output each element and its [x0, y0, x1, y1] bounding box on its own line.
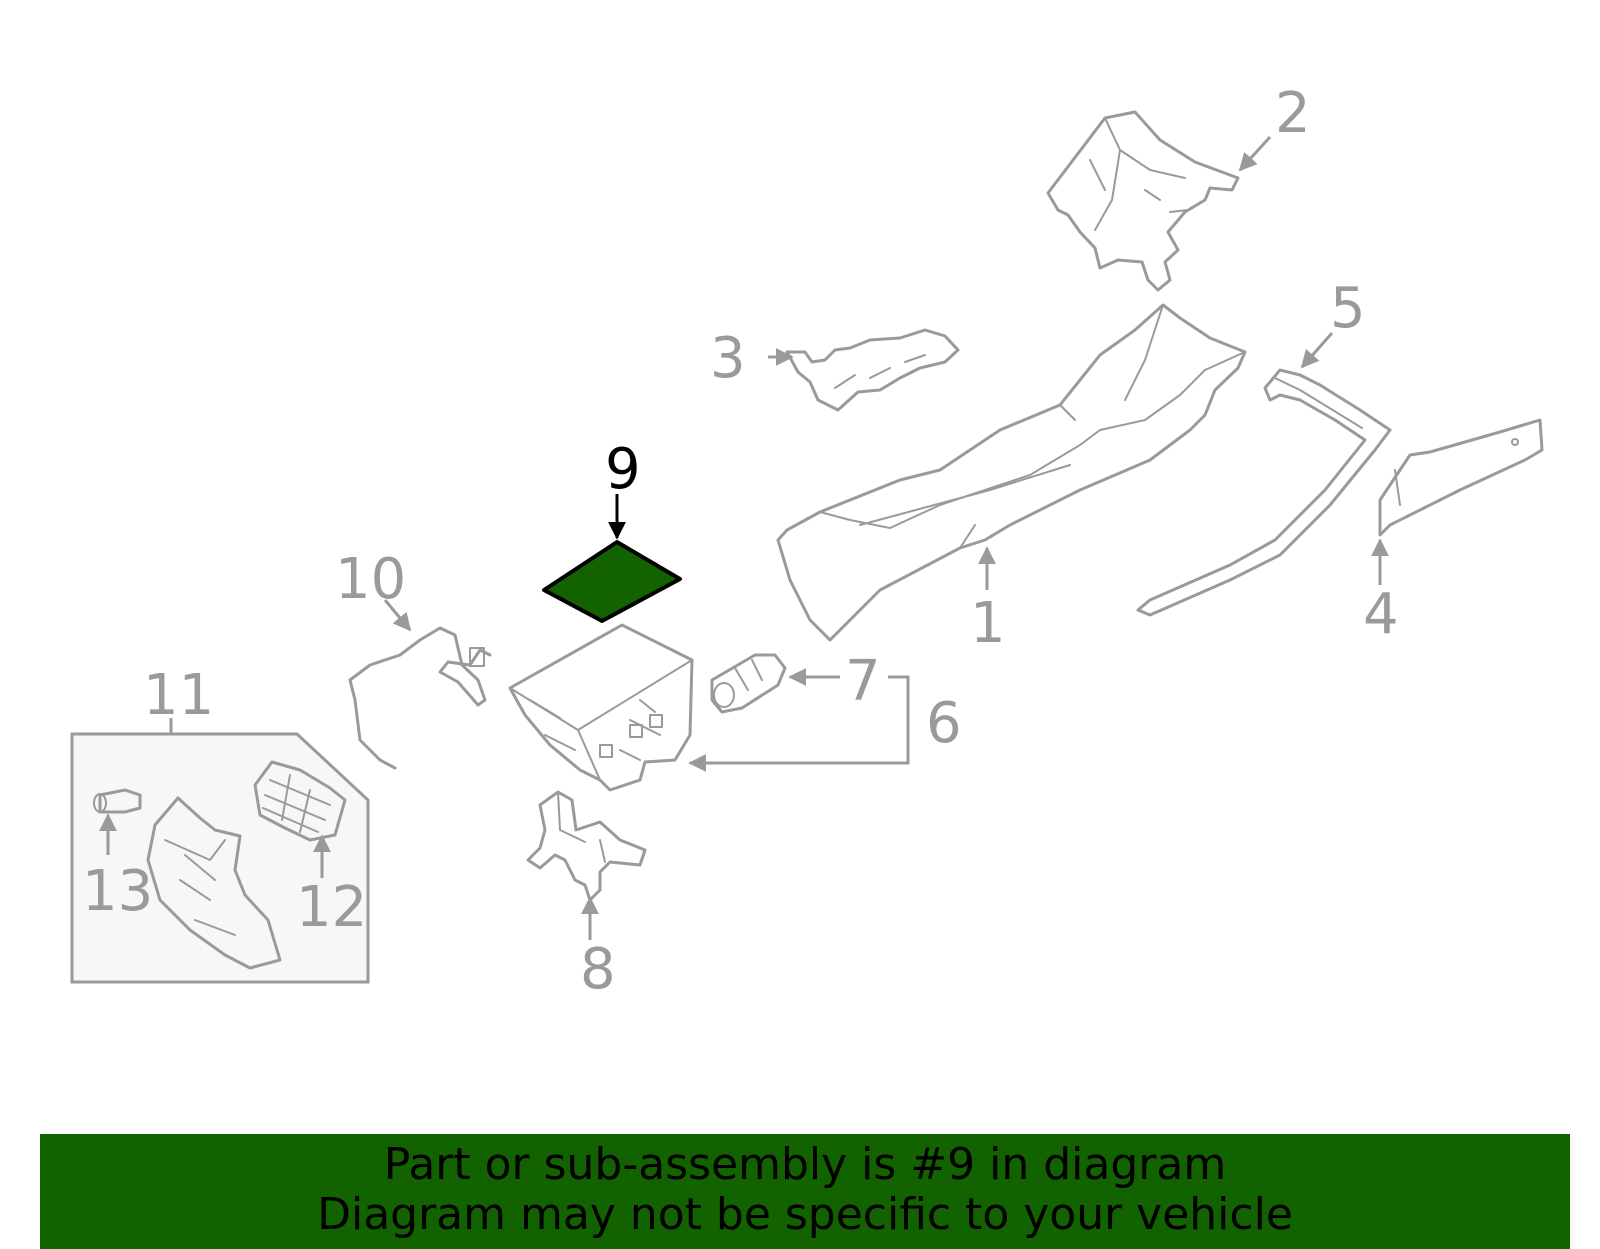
callout-4: 4 [1363, 582, 1399, 647]
callout-13: 13 [82, 859, 153, 924]
leader-10 [383, 599, 412, 632]
part-9-tray[interactable] [542, 540, 682, 623]
callout-11: 11 [143, 663, 214, 728]
callout-7: 7 [845, 649, 881, 714]
callout-9: 9 [605, 437, 641, 502]
callout-3: 3 [710, 326, 746, 391]
callout-12: 12 [296, 875, 367, 940]
part-5-trim-strip[interactable] [1136, 368, 1392, 617]
part-10-wire-harness[interactable] [348, 626, 492, 770]
part-4-side-panel[interactable] [1378, 418, 1544, 537]
part-8-bracket[interactable] [526, 790, 647, 902]
leader-5 [1300, 332, 1334, 369]
part-3-bracket[interactable] [785, 328, 960, 412]
info-banner: Part or sub-assembly is #9 in diagram Di… [40, 1134, 1570, 1249]
callout-1: 1 [970, 591, 1006, 656]
leader-2 [1238, 135, 1272, 172]
part-12-vent[interactable] [253, 760, 347, 842]
callout-6: 6 [926, 691, 962, 756]
part-11-lower-panel[interactable] [146, 796, 282, 970]
part-7-socket[interactable] [710, 653, 787, 714]
callout-leaders [99, 135, 1389, 940]
part-2-bracket[interactable] [1046, 110, 1240, 292]
part-6-storage-box[interactable] [508, 623, 694, 792]
callout-10: 10 [335, 547, 406, 612]
inset-box-11 [70, 718, 370, 984]
callout-5: 5 [1330, 276, 1366, 341]
part-1-console-body[interactable] [776, 303, 1247, 642]
banner-line-1: Part or sub-assembly is #9 in diagram [383, 1139, 1227, 1190]
callout-2: 2 [1275, 81, 1311, 146]
banner-line-2: Diagram may not be specific to your vehi… [317, 1189, 1293, 1240]
leader-6 [688, 675, 910, 772]
part-13-socket[interactable] [93, 788, 142, 814]
callout-8: 8 [580, 937, 616, 1002]
